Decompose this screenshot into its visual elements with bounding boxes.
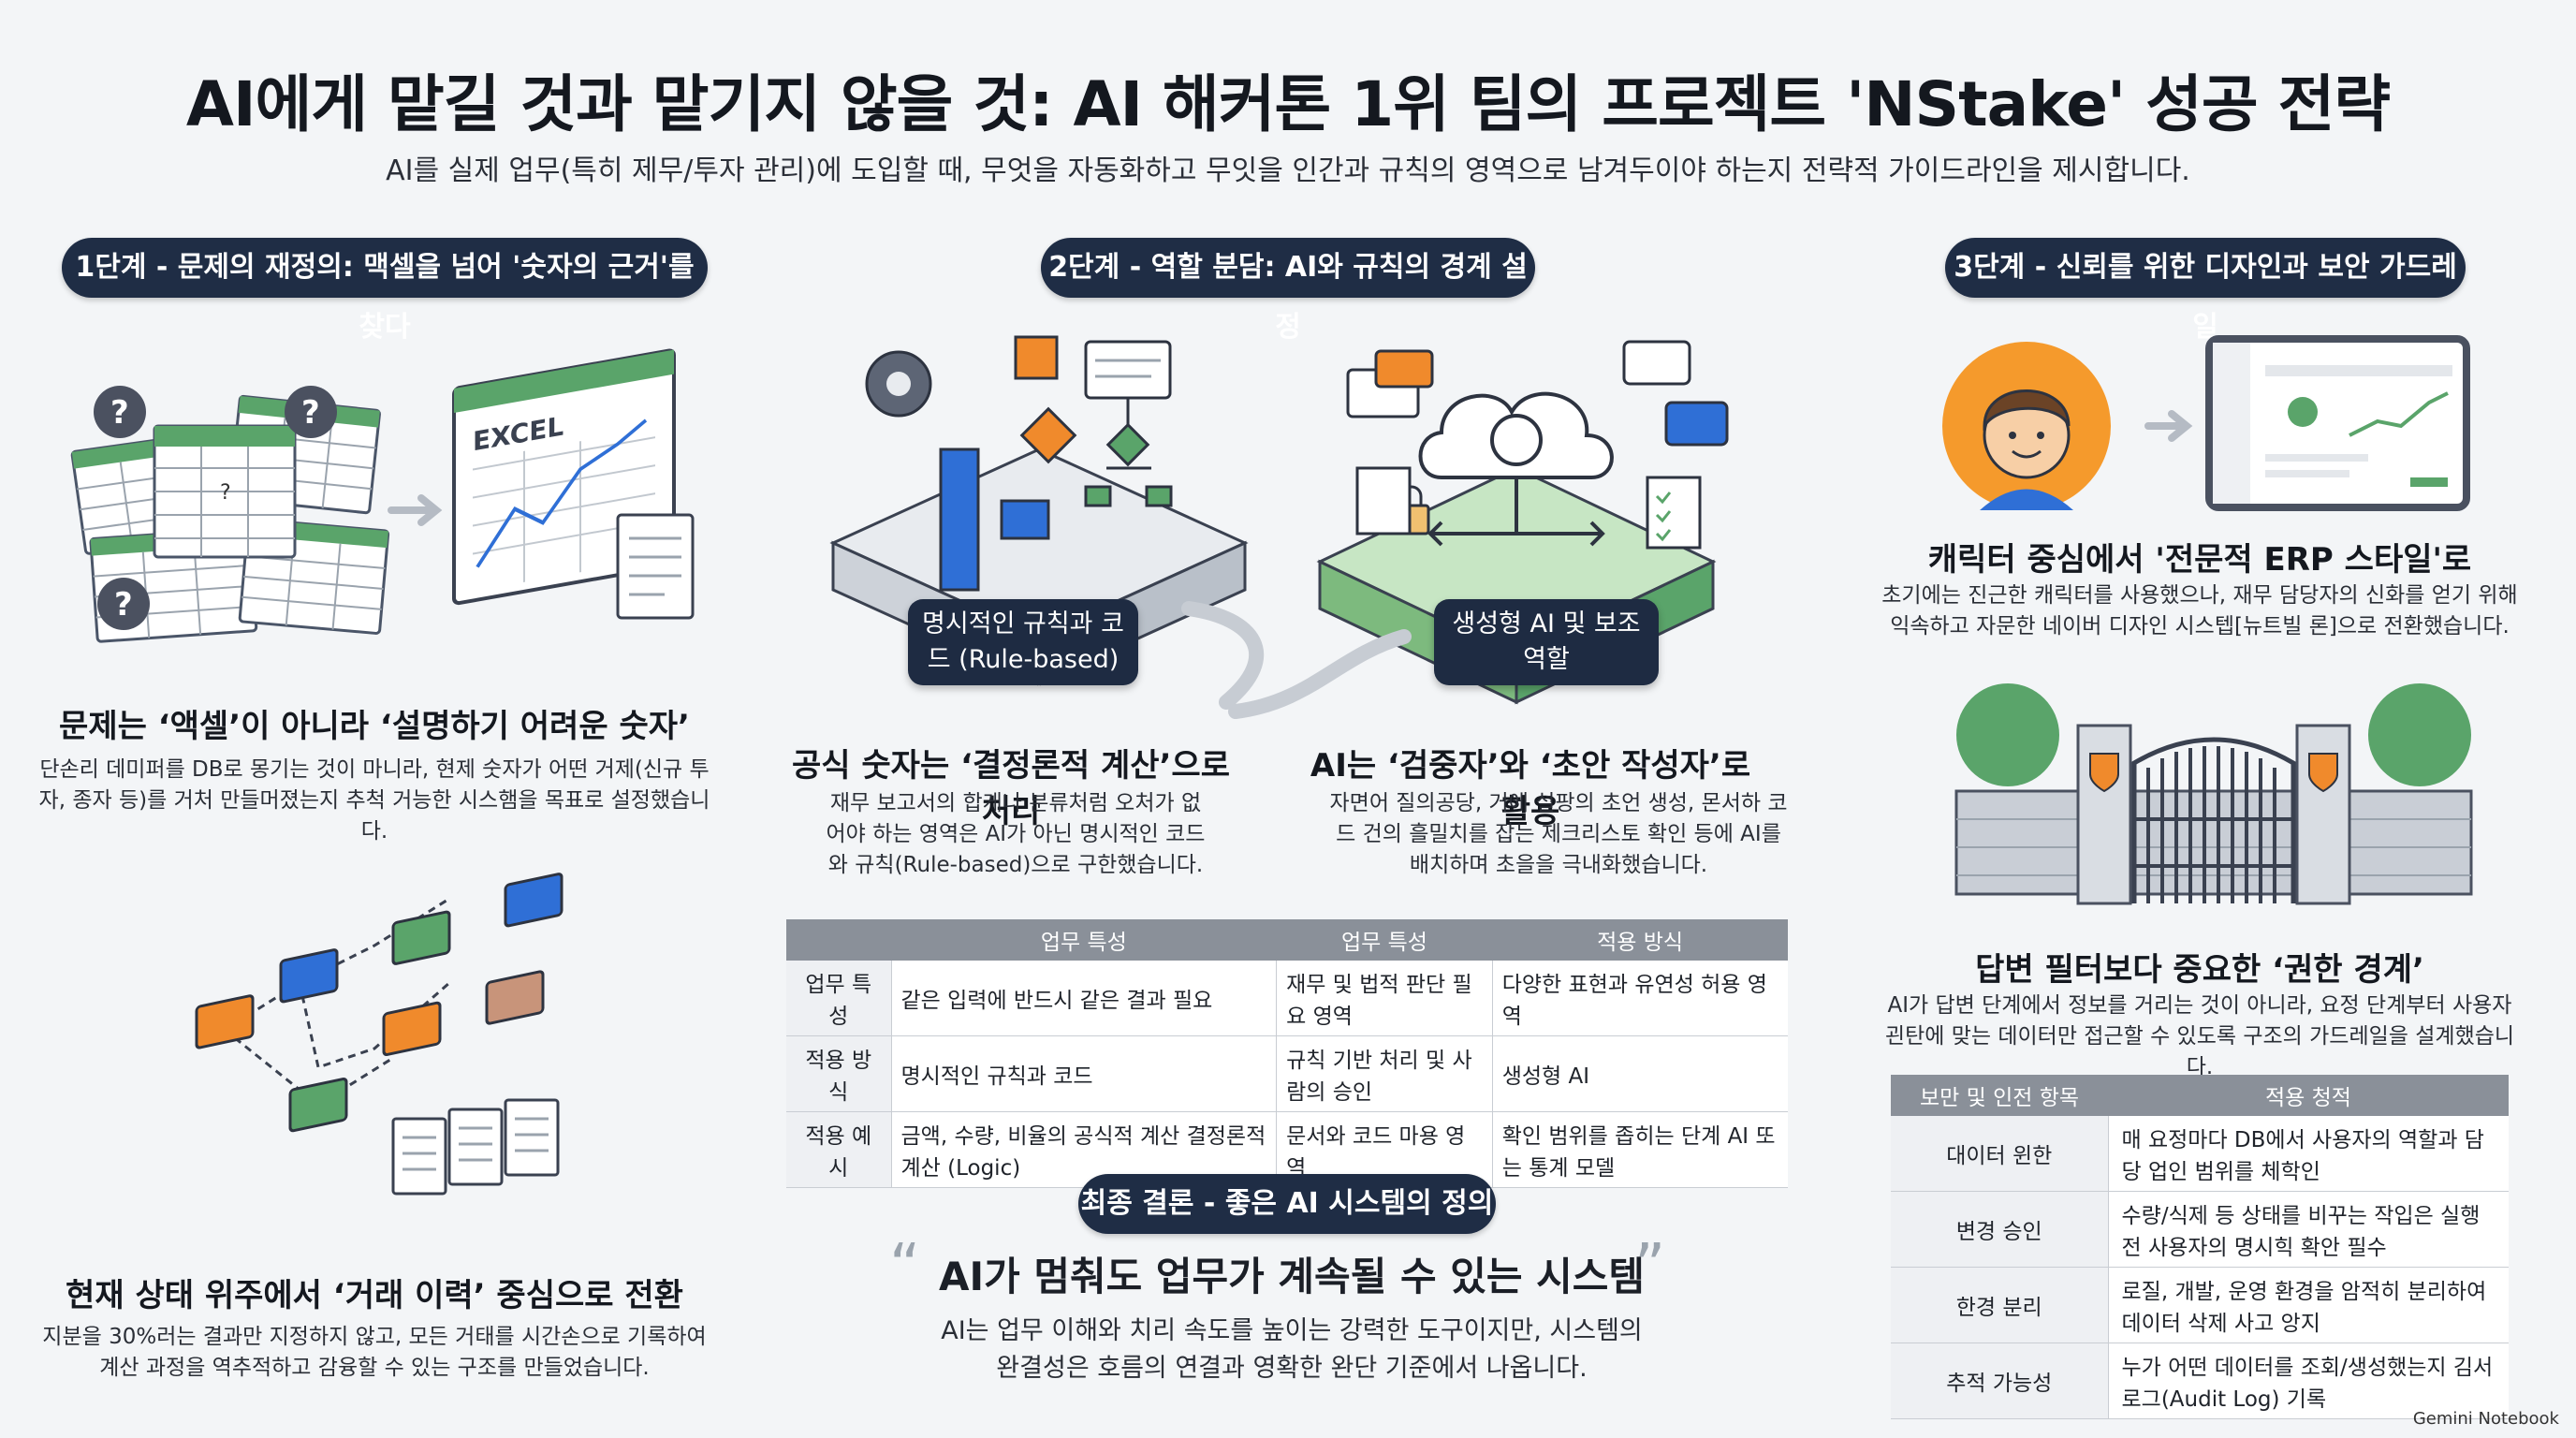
gear-icon [865, 350, 932, 418]
table-cell: 명시적인 규칙과 코드 [890, 1035, 1277, 1112]
conclusion-pill: 최종 결론 - 좋은 AI 시스템의 정의 [1078, 1174, 1496, 1234]
row-header-cell: 적용 방식 [786, 1035, 891, 1112]
conclusion-text: AI는 업무 이해와 치리 속도를 높이는 강력한 도구이지만, 시스템의 완결… [941, 1316, 1643, 1383]
table-header-row: 업무 특성 업무 특성 적용 방식 [786, 919, 1788, 961]
shield-icon [2308, 753, 2338, 793]
row-header-cell: 대이터 윈한 [1891, 1116, 2108, 1192]
table-cell: 생성형 AI [1491, 1035, 1788, 1112]
design-transition-illustration [1942, 335, 2470, 511]
table-row: 추적 가능성 누가 어떤 데이터를 조회/생성했는지 김서 로그(Audit L… [1891, 1343, 2509, 1419]
flow-node-green [288, 1077, 348, 1133]
stage3-pill: 3단계 - 신뢰를 위한 디자인과 보안 가드레일 [1945, 238, 2466, 344]
close-quote-icon: ” [1634, 1232, 1666, 1301]
server-bar-icon [939, 448, 980, 592]
connecting-path [1181, 601, 1412, 719]
table-cell: 확인 범위를 좁히는 단계 AI 또는 통계 모델 [1491, 1111, 1788, 1188]
rule-block-orange [1014, 335, 1077, 464]
conclusion-quote: AI가 멈춰도 업무가 계속될 수 있는 시스템 [938, 1254, 1646, 1299]
question-icon: ? [94, 386, 146, 438]
security-table: 보만 및 인전 항목 적용 청적 대이터 윈한 매 요정마다 DB에서 사용자의… [1891, 1075, 2509, 1419]
row-header-cell: 변경 승인 [1891, 1191, 2108, 1268]
table-header-cell: 업무 특성 [1276, 919, 1493, 961]
flow-node-blue [504, 873, 564, 928]
row-header-cell: 추적 가능성 [1891, 1343, 2108, 1419]
svg-text:?: ? [301, 394, 320, 432]
stage2-right-heading: AI는 ‘검중자’와 ‘초안 작성자’로 활용 [1310, 747, 1751, 830]
split-arrow-icon [1427, 477, 1605, 547]
document-stack-icon [391, 1098, 560, 1196]
rule-based-label: 명시적인 규칙과 코드 (Rule-based) [908, 599, 1138, 685]
table-cell: 수량/식제 등 상태를 비꾸는 작입은 실행 전 사용자의 명시힉 확안 필수 [2107, 1191, 2509, 1268]
character-avatar [1942, 342, 2111, 510]
stage3-text-1: 초기에는 진근한 캐릭터를 사용했으나, 재무 담당자의 신화를 얻기 위해 익… [1881, 583, 2518, 638]
table-cell: 누가 어떤 데이터를 조회/생성했는지 김서 로그(Audit Log) 기록 [2107, 1343, 2509, 1419]
stage1-heading-2: 현재 상태 위주에서 ‘거래 이력’ 중심으로 전환 [66, 1277, 683, 1314]
stage2-left-text: 재무 보고서의 합게나 분류처럼 오처가 없어야 하는 영역은 AI가 아닌 명… [826, 791, 1206, 877]
table-header-cell: 보만 및 인전 항목 [1891, 1075, 2108, 1116]
footer-logo: Gemini Notebook [2412, 1409, 2559, 1429]
document-icon [1355, 466, 1412, 536]
erp-dashboard-icon [2205, 335, 2470, 511]
table-row: 한경 분리 로질, 개발, 운영 환경을 암적히 분리하여 데이터 삭제 사고 … [1891, 1267, 2509, 1343]
stage2-left-heading: 공식 숫자는 ‘결정론적 계산’으로 처리 [792, 747, 1230, 830]
stage1-text-1: 단손리 데미퍼를 DB로 몽기는 것이 마니라, 현제 숫자가 어떤 거제(신규… [38, 757, 710, 844]
table-header-cell: 적용 방식 [1492, 919, 1788, 961]
spreadsheets-illustration: ? ? ? ? EXCEL [70, 348, 695, 643]
table-cell: 재무 및 법적 판단 필요 영역 [1276, 961, 1493, 1036]
flow-node-orange [382, 1001, 442, 1057]
stage1-text-2: 지분을 30%러는 결과만 지정하지 않고, 모든 거태를 시간손으로 기록하여… [42, 1325, 707, 1380]
table-row: 변경 승인 수량/식제 등 상태를 비꾸는 작입은 실행 전 사용자의 명시힉 … [1891, 1191, 2509, 1268]
arrow-right-icon [2144, 410, 2193, 442]
checklist-card-icon [1084, 340, 1172, 400]
chat-bubble-icon [1622, 340, 1729, 447]
table-cell: 로질, 개발, 운영 환경을 암적히 분리하여 데이터 삭제 사고 앙지 [2107, 1267, 2509, 1343]
arrow-right-icon [388, 494, 443, 526]
page-title: AI에게 맡길 것과 맡기지 않을 것: AI 해커톤 1위 팀의 프로젝트 '… [185, 68, 2391, 140]
question-icon: ? [285, 386, 337, 438]
question-icon: ? [97, 578, 150, 630]
svg-text:?: ? [220, 481, 231, 505]
flow-node-green [391, 910, 451, 965]
table-cell: 다양한 표현과 유연성 허용 영역 [1491, 961, 1788, 1036]
document-icon [616, 513, 695, 620]
transaction-flow-illustration [195, 873, 564, 1196]
generative-ai-label: 생성형 AI 및 보조 역할 [1434, 599, 1659, 685]
table-header-cell [786, 919, 891, 961]
stage3-text-2: AI가 답변 단계에서 정보를 거리는 것이 아니라, 요정 단계부터 사용자 … [1884, 993, 2515, 1079]
svg-text:?: ? [114, 586, 133, 624]
flow-node-blue [279, 948, 339, 1004]
gate-icon [2131, 737, 2296, 903]
shield-icon [2089, 753, 2119, 793]
open-quote-icon: “ [889, 1232, 921, 1301]
flowchart-icon [1084, 398, 1173, 507]
flow-node-orange [195, 994, 255, 1049]
stage3-heading-1: 캐릭터 중심에서 '전문적 ERP 스타일'로 [1927, 541, 2472, 579]
table-row: 적용 방식 명시적인 규칙과 코드 규칙 기반 처리 및 사람의 승인 생성형 … [786, 1035, 1788, 1112]
page-subtitle: AI를 실제 업무(특히 제무/투자 관리)에 도입할 때, 무엇을 자동화하고… [386, 154, 2190, 187]
stage1-pill: 1단계 - 문제의 재정의: 맥셀을 넘어 '숫자의 근거'를 찾다 [62, 238, 708, 344]
row-header-cell: 한경 분리 [1891, 1267, 2108, 1343]
stage1-heading-1: 문제는 ‘액셀’이 아니라 ‘설명하기 어려운 숫자’ [59, 708, 690, 745]
table-row: 대이터 윈한 매 요정마다 DB에서 사용자의 역할과 담당 업인 범위를 체학… [1891, 1116, 2509, 1192]
stage3-heading-2: 답변 필터보다 중요한 ‘권한 경계’ [1975, 951, 2424, 989]
svg-text:?: ? [110, 394, 129, 432]
checklist-icon [1646, 476, 1702, 550]
stage2-right-text: 자면어 질의공당, 거에 설팡의 초언 생성, 몬서하 코드 건의 흘밀치를 잡… [1329, 791, 1788, 877]
chat-bubble-icon [1346, 349, 1434, 418]
rule-block-blue [1000, 499, 1050, 540]
table-header-row: 보만 및 인전 항목 적용 청적 [1891, 1075, 2509, 1116]
security-gate-illustration [1954, 683, 2473, 905]
table-row: 업무 특성 같은 입력에 반드시 같은 결과 필요 재무 및 법적 판단 필요 … [786, 961, 1788, 1036]
cloud-icon [1418, 391, 1614, 479]
flow-node-brown [485, 970, 545, 1025]
row-header-cell: 업무 특성 [786, 961, 891, 1036]
stage2-pill: 2단계 - 역할 분담: AI와 규칙의 경계 설정 [1041, 238, 1535, 344]
role-comparison-table: 업무 특성 업무 특성 적용 방식 업무 특성 같은 입력에 반드시 같은 결과… [786, 919, 1788, 1188]
table-header-cell: 업무 특성 [891, 919, 1277, 961]
table-header-cell: 적용 청적 [2108, 1075, 2509, 1116]
table-cell: 규칙 기반 처리 및 사람의 승인 [1276, 1035, 1493, 1112]
row-header-cell: 적용 예시 [786, 1111, 891, 1188]
table-cell: 매 요정마다 DB에서 사용자의 역할과 담당 업인 범위를 체학인 [2107, 1116, 2509, 1192]
table-cell: 같은 입력에 반드시 같은 결과 필요 [890, 961, 1277, 1036]
